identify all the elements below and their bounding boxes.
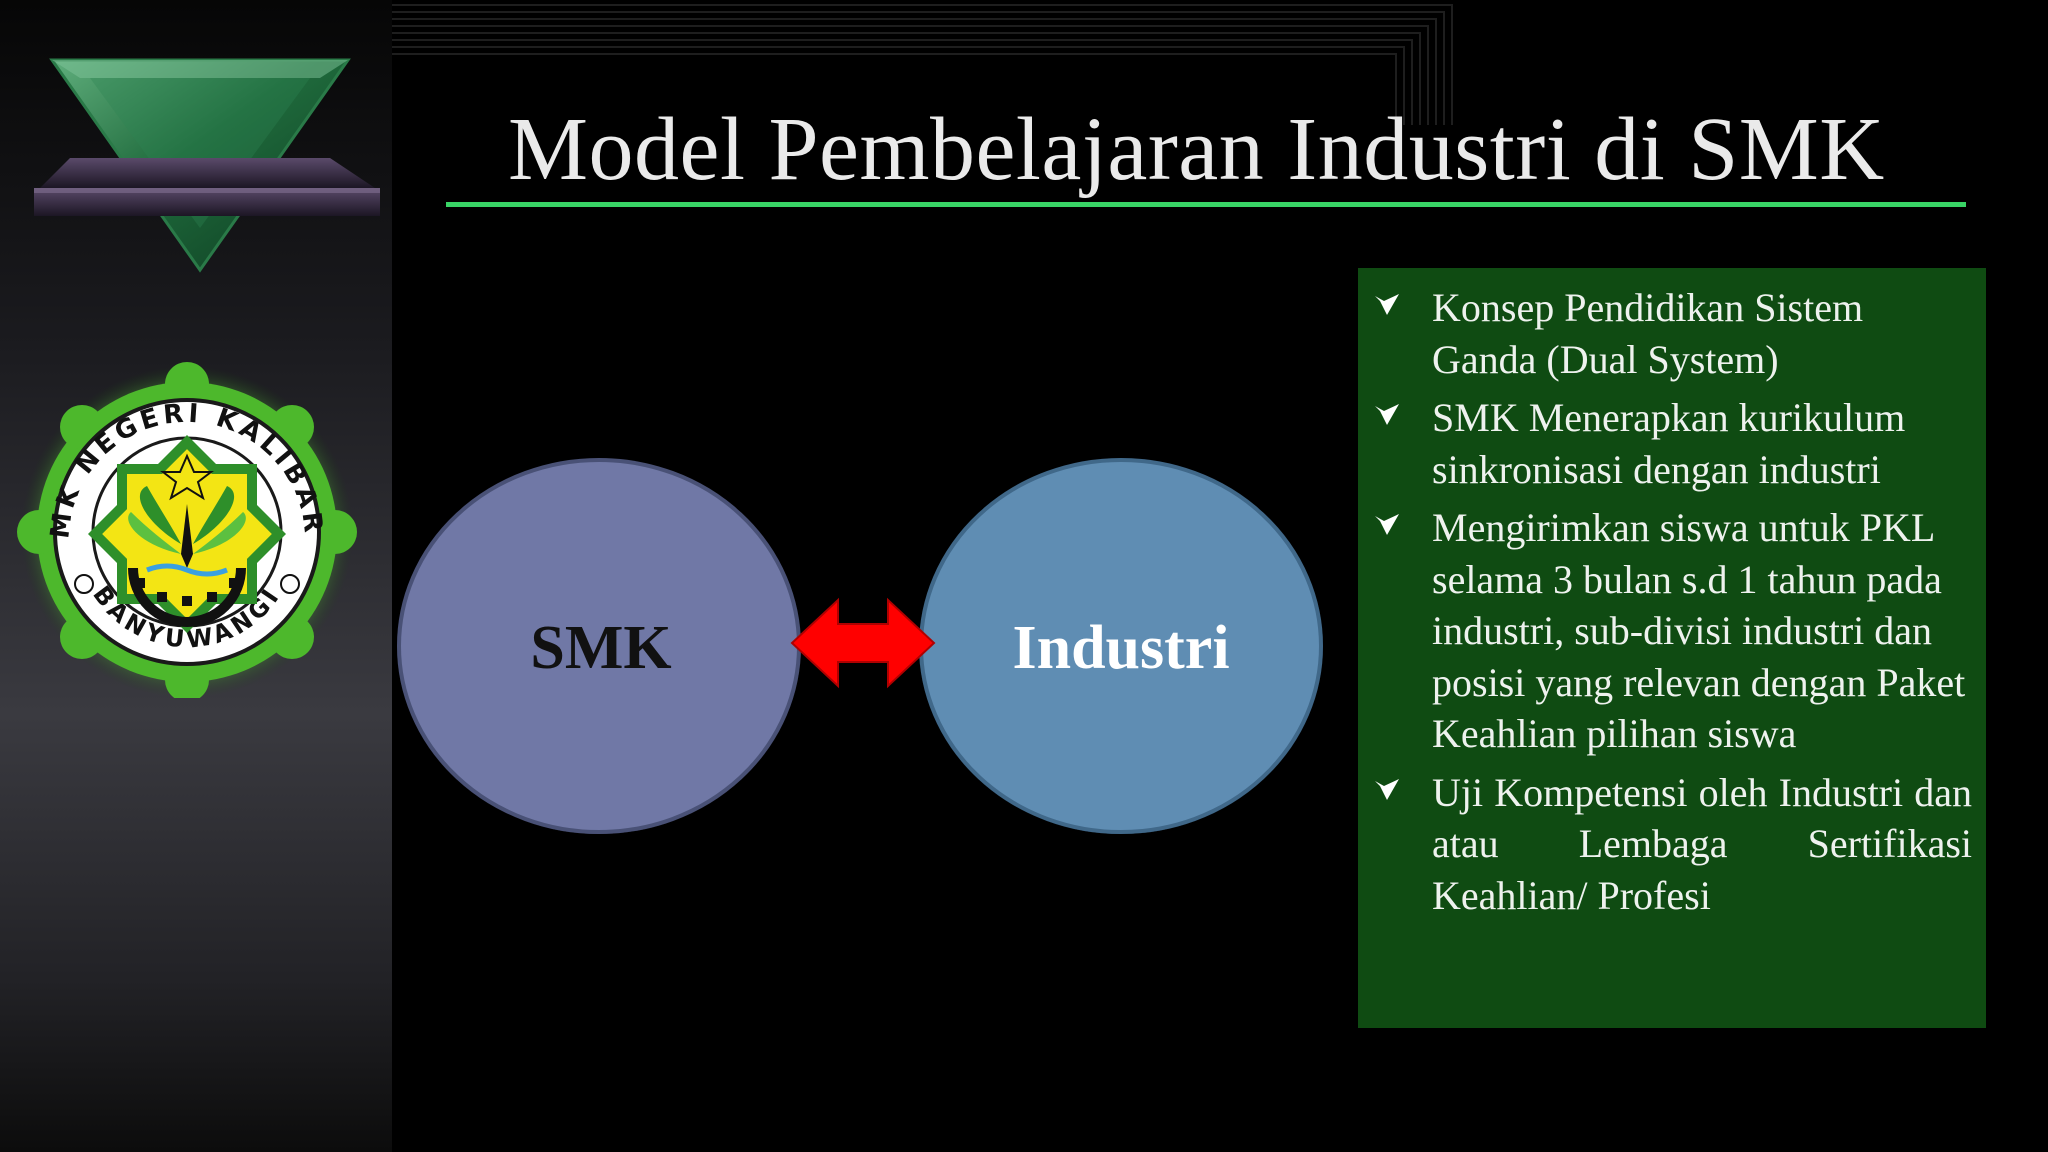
- industri-label: Industri: [1012, 614, 1229, 682]
- bullet-text: SMK Menerapkan kurikulum sinkronisasi de…: [1432, 395, 1906, 492]
- list-item: SMK Menerapkan kurikulum sinkronisasi de…: [1358, 392, 1972, 495]
- title-underline: [446, 202, 1966, 207]
- smk-industri-diagram: SMK Industri: [397, 458, 1323, 834]
- checkmark-bullet-icon: [1375, 514, 1399, 535]
- list-item: Mengirimkan siswa untuk PKL selama 3 bul…: [1358, 502, 1972, 760]
- school-seal-logo: SMK NEGERI KALIBARU BANYUWANGI: [14, 362, 357, 698]
- triangle-emblem-icon: [34, 58, 380, 273]
- bullet-text: Konsep Pendidikan Sistem Ganda (Dual Sys…: [1432, 285, 1864, 382]
- bullet-text: Mengirimkan siswa untuk PKL selama 3 bul…: [1432, 505, 1966, 756]
- info-panel: Konsep Pendidikan Sistem Ganda (Dual Sys…: [1358, 268, 1986, 1028]
- list-item: Uji Kompetensi oleh Industri dan atau Le…: [1358, 767, 1972, 922]
- slide-title: Model Pembelajaran Industri di SMK: [508, 100, 1885, 199]
- list-item: Konsep Pendidikan Sistem Ganda (Dual Sys…: [1358, 282, 1972, 385]
- smk-label: SMK: [530, 614, 671, 682]
- bullet-text: Uji Kompetensi oleh Industri dan atau Le…: [1432, 769, 1972, 918]
- checkmark-bullet-icon: [1375, 404, 1399, 425]
- checkmark-bullet-icon: [1375, 778, 1399, 800]
- decorative-frame-lines: [392, 4, 1453, 125]
- checkmark-bullet-icon: [1375, 294, 1399, 315]
- bullet-list: Konsep Pendidikan Sistem Ganda (Dual Sys…: [1358, 282, 1972, 921]
- double-arrow-icon: [790, 597, 936, 689]
